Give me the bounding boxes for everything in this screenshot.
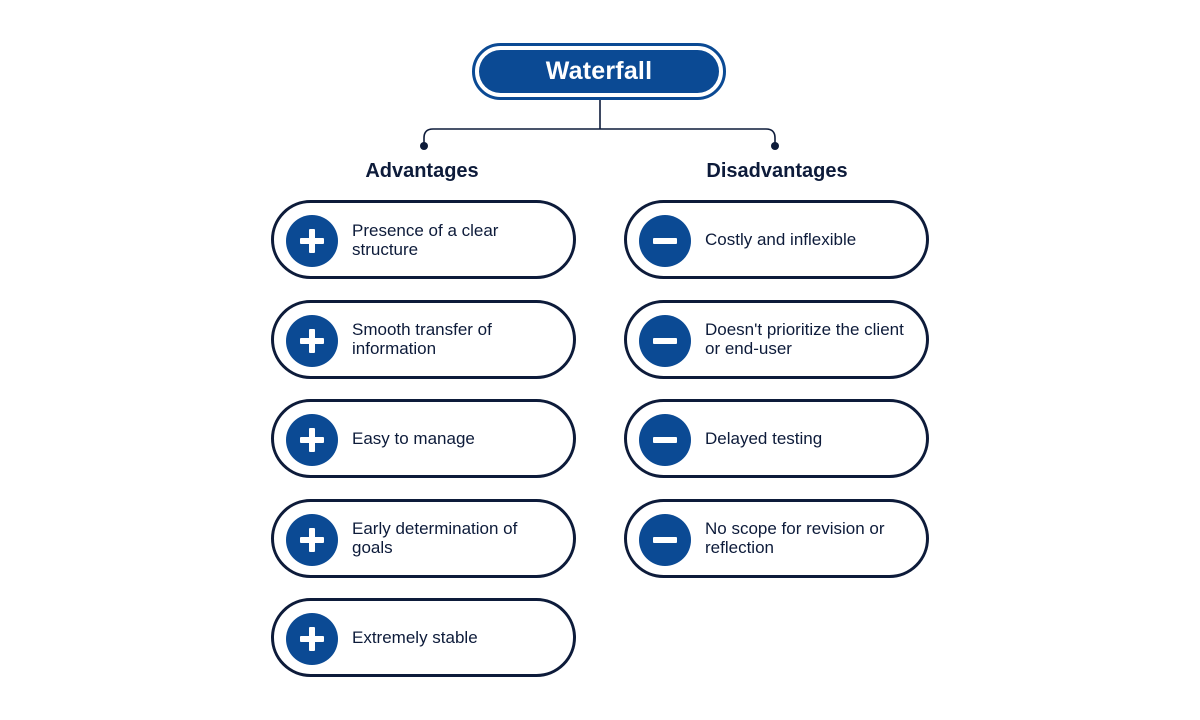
- disadvantage-card: Delayed testing: [624, 399, 929, 478]
- plus-icon: [286, 414, 338, 466]
- plus-icon: [286, 215, 338, 267]
- card-label: Extremely stable: [352, 628, 478, 647]
- title-node-fill: Waterfall: [479, 50, 719, 93]
- advantage-card: Easy to manage: [271, 399, 576, 478]
- title-label: Waterfall: [545, 57, 653, 85]
- advantage-card: Extremely stable: [271, 598, 576, 677]
- disadvantage-card: Costly and inflexible: [624, 200, 929, 279]
- title-node: Waterfall: [472, 43, 726, 100]
- plus-icon: [286, 613, 338, 665]
- plus-icon: [286, 314, 338, 367]
- left-branch-dot: [420, 142, 428, 150]
- minus-icon: [639, 414, 691, 466]
- card-label: No scope for revision or reflection: [705, 519, 885, 557]
- card-label: Easy to manage: [352, 429, 475, 448]
- disadvantage-card: No scope for revision or reflection: [624, 498, 929, 578]
- right-branch-dot: [771, 142, 779, 150]
- minus-icon: [639, 215, 691, 267]
- card-label: Delayed testing: [705, 429, 823, 448]
- minus-icon: [639, 314, 691, 367]
- minus-icon: [639, 513, 691, 566]
- disadvantage-card: Doesn't prioritize the client or end-use…: [624, 299, 929, 379]
- advantages-heading: Advantages: [365, 160, 479, 182]
- advantage-card: Presence of a clear structure: [271, 200, 576, 279]
- card-label: Early determination of goals: [352, 519, 518, 557]
- advantage-card: Smooth transfer of information: [271, 299, 576, 379]
- card-label: Presence of a clear structure: [352, 220, 499, 259]
- disadvantages-heading: Disadvantages: [706, 160, 848, 182]
- card-label: Costly and inflexible: [705, 230, 857, 249]
- advantage-card: Early determination of goals: [271, 498, 576, 578]
- plus-icon: [286, 513, 338, 566]
- card-label: Doesn't prioritize the client or end-use…: [705, 320, 904, 358]
- card-label: Smooth transfer of information: [352, 320, 492, 358]
